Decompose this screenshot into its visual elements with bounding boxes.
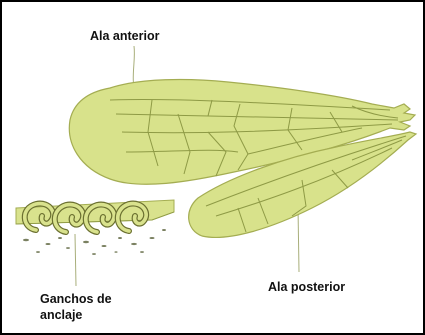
hooks-detail — [16, 200, 174, 255]
leader-line-ala-posterior — [298, 207, 299, 272]
label-ganchos-line-2: anclaje — [40, 307, 112, 323]
label-ganchos-de-anclaje: Ganchos de anclaje — [40, 291, 112, 323]
wing-illustration — [2, 2, 423, 333]
label-ganchos-line-1: Ganchos de — [40, 291, 112, 307]
leader-line-ganchos — [75, 234, 76, 286]
label-ala-posterior: Ala posterior — [268, 280, 345, 295]
label-ala-anterior: Ala anterior — [90, 29, 159, 44]
